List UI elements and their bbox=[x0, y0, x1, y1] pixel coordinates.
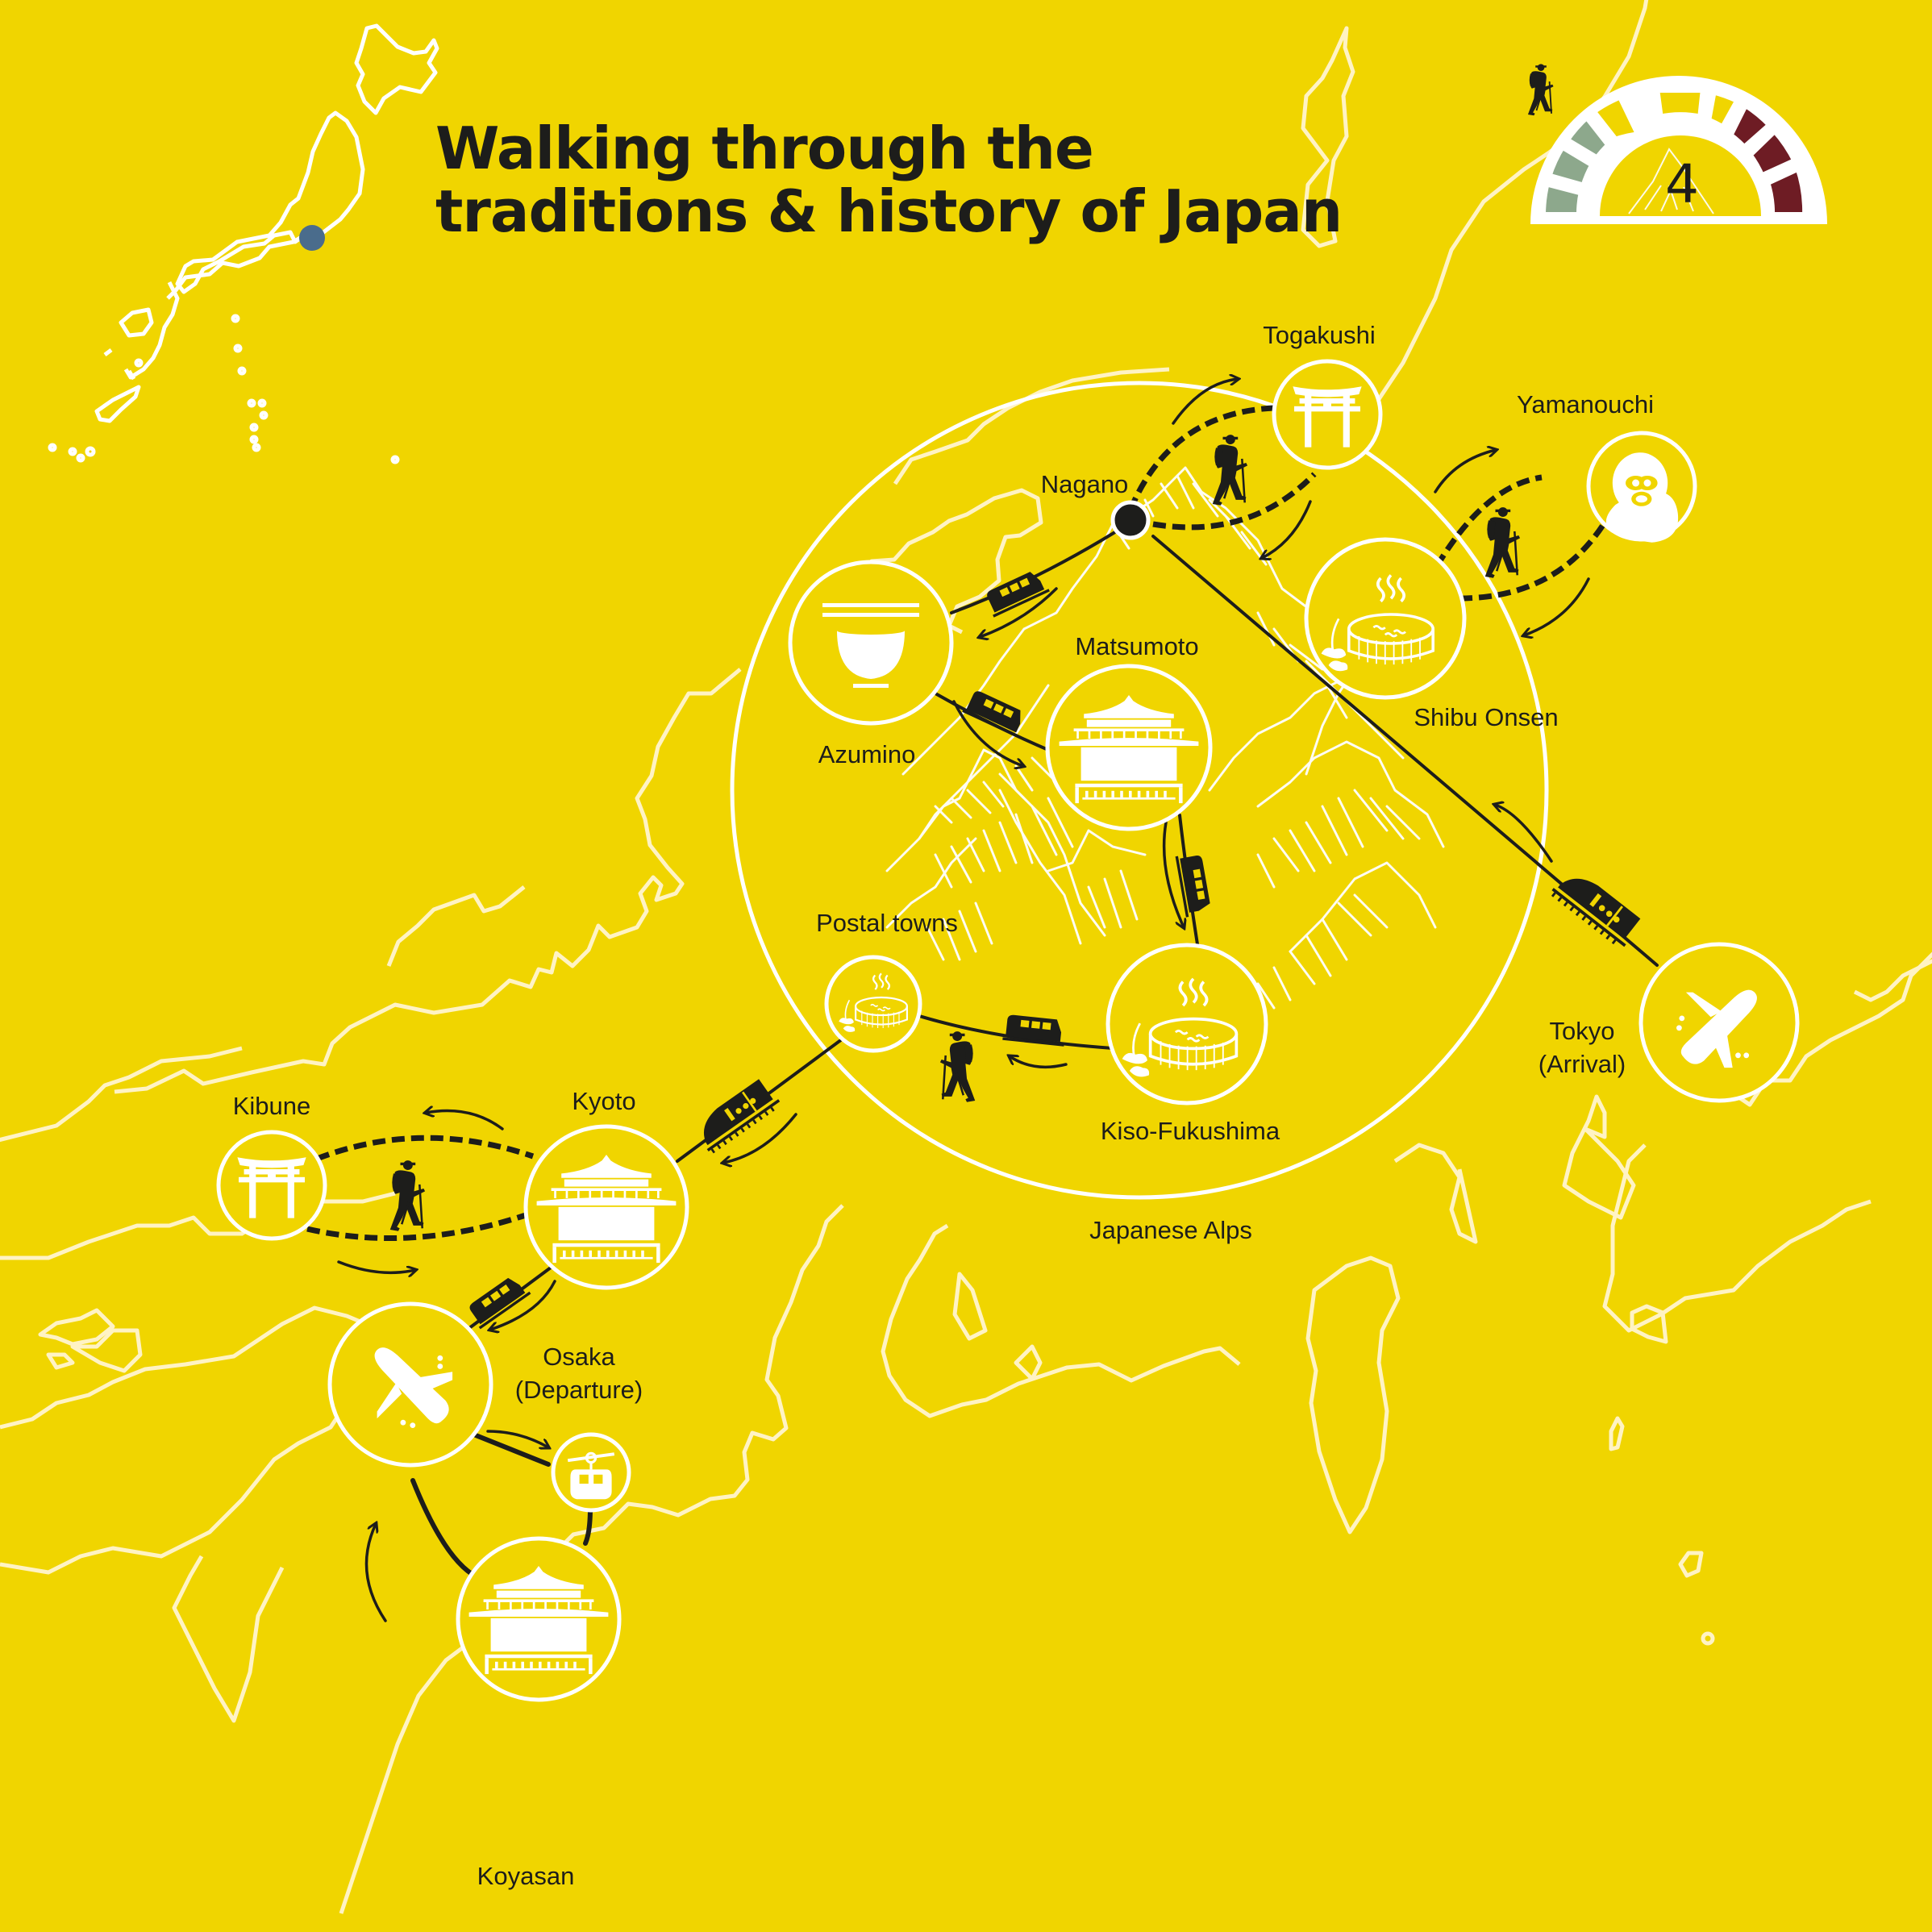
label-matsumoto: Matsumoto bbox=[1075, 632, 1199, 660]
train-icon bbox=[1175, 851, 1212, 918]
difficulty-number: 4 bbox=[1665, 153, 1699, 215]
label-azumino: Azumino bbox=[818, 740, 916, 768]
title-line-1: Walking through the bbox=[435, 115, 1094, 182]
label-osaka-departure: (Departure) bbox=[514, 1376, 643, 1404]
label-japanese-alps: Japanese Alps bbox=[1089, 1216, 1252, 1244]
gauge-hiker-icon bbox=[1526, 63, 1555, 117]
label-togakushi: Togakushi bbox=[1263, 321, 1376, 349]
togakushi-circle[interactable] bbox=[1272, 359, 1383, 470]
label-kyoto: Kyoto bbox=[572, 1087, 636, 1115]
hiker-icon bbox=[389, 1159, 427, 1232]
page-title: Walking through the traditions & history… bbox=[435, 115, 1343, 245]
location-marker-dot bbox=[299, 225, 325, 251]
label-tokyo-arrival: (Arrival) bbox=[1538, 1050, 1626, 1078]
label-nagano: Nagano bbox=[1040, 470, 1129, 498]
label-osaka: Osaka bbox=[543, 1343, 615, 1371]
label-yamanouchi: Yamanouchi bbox=[1516, 390, 1655, 418]
direction-arrows bbox=[337, 379, 1590, 1622]
label-koyasan: Koyasan bbox=[477, 1862, 575, 1890]
walking-routes bbox=[306, 405, 1607, 1241]
kiso-fukushima-circle[interactable] bbox=[1105, 943, 1268, 1105]
label-shibu-onsen: Shibu Onsen bbox=[1414, 703, 1559, 731]
difficulty-gauge bbox=[1530, 76, 1827, 224]
hiker-icon bbox=[1484, 506, 1522, 579]
japanese-alps-region-circle bbox=[730, 381, 1549, 1200]
label-tokyo: Tokyo bbox=[1549, 1017, 1615, 1045]
hiker-icon bbox=[1211, 433, 1249, 506]
label-kiso-fukushima: Kiso-Fukushima bbox=[1100, 1117, 1280, 1145]
bullet-train-icon bbox=[1548, 864, 1644, 951]
shibu-onsen-circle[interactable] bbox=[1304, 537, 1467, 700]
hiker-icon bbox=[939, 1030, 976, 1103]
title-line-2: traditions & history of Japan bbox=[435, 177, 1343, 245]
kibune-circle[interactable] bbox=[216, 1130, 327, 1241]
train-routes bbox=[410, 521, 1659, 1580]
label-postal-towns: Postal towns bbox=[816, 909, 958, 937]
train-icon bbox=[465, 1272, 531, 1330]
label-kibune: Kibune bbox=[232, 1092, 311, 1120]
nagano-hub-dot[interactable] bbox=[1110, 500, 1151, 540]
japan-inset-map bbox=[48, 23, 439, 464]
